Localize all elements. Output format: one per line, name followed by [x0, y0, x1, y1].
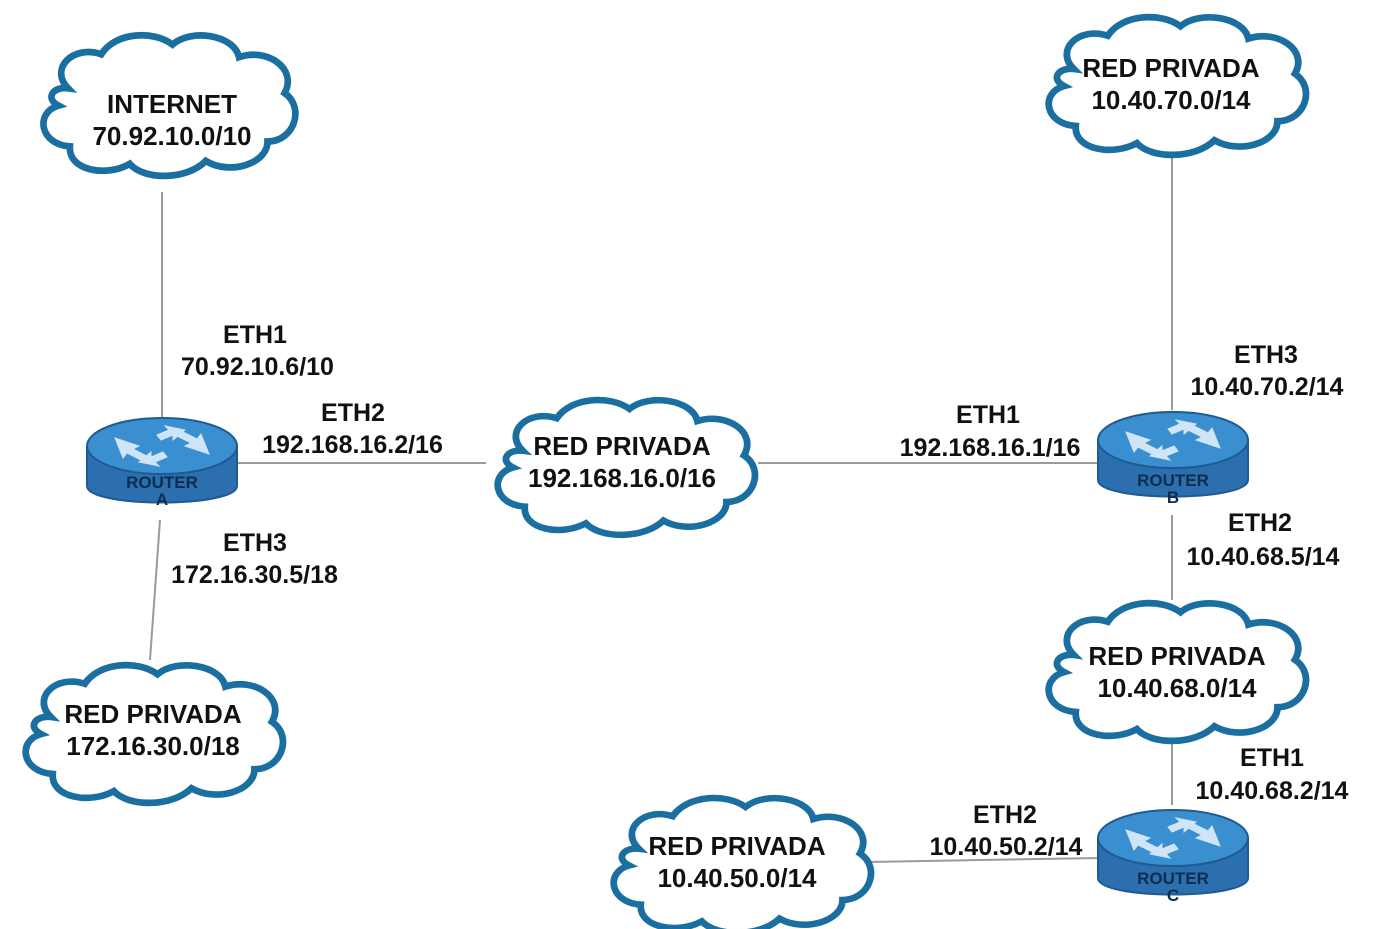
- router-a-eth3-name: ETH3: [223, 529, 287, 557]
- cloud-network: 10.40.68.0/14: [1097, 673, 1257, 703]
- router-c-eth1-ip: 10.40.68.2/14: [1195, 777, 1349, 805]
- cloud-lan192-label: RED PRIVADA 192.168.16.0/16: [497, 430, 747, 494]
- cloud-internet-label: INTERNET 70.92.10.0/10: [62, 88, 282, 152]
- router-name: ROUTER: [1137, 869, 1209, 888]
- router-name: ROUTER: [1137, 471, 1209, 490]
- router-letter: A: [155, 490, 169, 509]
- router-b-eth3-name: ETH3: [1234, 341, 1298, 369]
- router-b-eth2-ip: 10.40.68.5/14: [1186, 543, 1340, 571]
- router-a-eth2-name: ETH2: [321, 399, 385, 427]
- cloud-name: RED PRIVADA: [1082, 53, 1260, 83]
- router-c-eth1-name: ETH1: [1240, 744, 1304, 772]
- router-c-eth2-name: ETH2: [973, 801, 1037, 829]
- cloud-network: 10.40.50.0/14: [657, 863, 817, 893]
- cloud-network: 192.168.16.0/16: [528, 463, 716, 493]
- cloud-name: RED PRIVADA: [533, 431, 711, 461]
- router-c-eth2-ip: 10.40.50.2/14: [929, 833, 1083, 861]
- cloud-lan1068-label: RED PRIVADA 10.40.68.0/14: [1052, 640, 1302, 704]
- cloud-lan1070-label: RED PRIVADA 10.40.70.0/14: [1046, 52, 1296, 116]
- link-router-a-lan172: [149, 519, 161, 661]
- cloud-name: RED PRIVADA: [648, 831, 826, 861]
- router-a-eth2-ip: 192.168.16.2/16: [262, 431, 443, 459]
- cloud-name: INTERNET: [107, 89, 237, 119]
- router-a-eth3-ip: 172.16.30.5/18: [171, 561, 338, 589]
- cloud-lan172-label: RED PRIVADA 172.16.30.0/18: [28, 698, 278, 762]
- router-name: ROUTER: [126, 473, 198, 492]
- cloud-name: RED PRIVADA: [64, 699, 242, 729]
- router-a-eth1-ip: 70.92.10.6/10: [181, 353, 334, 381]
- cloud-name: RED PRIVADA: [1088, 641, 1266, 671]
- router-b-label: ROUTER B: [1113, 472, 1233, 506]
- router-a-label: ROUTER A: [102, 474, 222, 508]
- router-a-eth1-name: ETH1: [223, 321, 287, 349]
- router-b-eth1-name: ETH1: [956, 401, 1020, 429]
- cloud-network: 10.40.70.0/14: [1091, 85, 1251, 115]
- router-c-label: ROUTER C: [1113, 870, 1233, 904]
- cloud-network: 172.16.30.0/18: [66, 731, 240, 761]
- cloud-lan1050-label: RED PRIVADA 10.40.50.0/14: [612, 830, 862, 894]
- router-b-eth3-ip: 10.40.70.2/14: [1190, 373, 1344, 401]
- router-letter: B: [1166, 488, 1180, 507]
- links: [149, 155, 1173, 863]
- router-b-eth2-name: ETH2: [1228, 509, 1292, 537]
- cloud-network: 70.92.10.0/10: [92, 121, 252, 151]
- router-b-eth1-ip: 192.168.16.1/16: [899, 434, 1081, 462]
- router-letter: C: [1166, 886, 1180, 905]
- link-lan1050-router-c: [864, 857, 1101, 863]
